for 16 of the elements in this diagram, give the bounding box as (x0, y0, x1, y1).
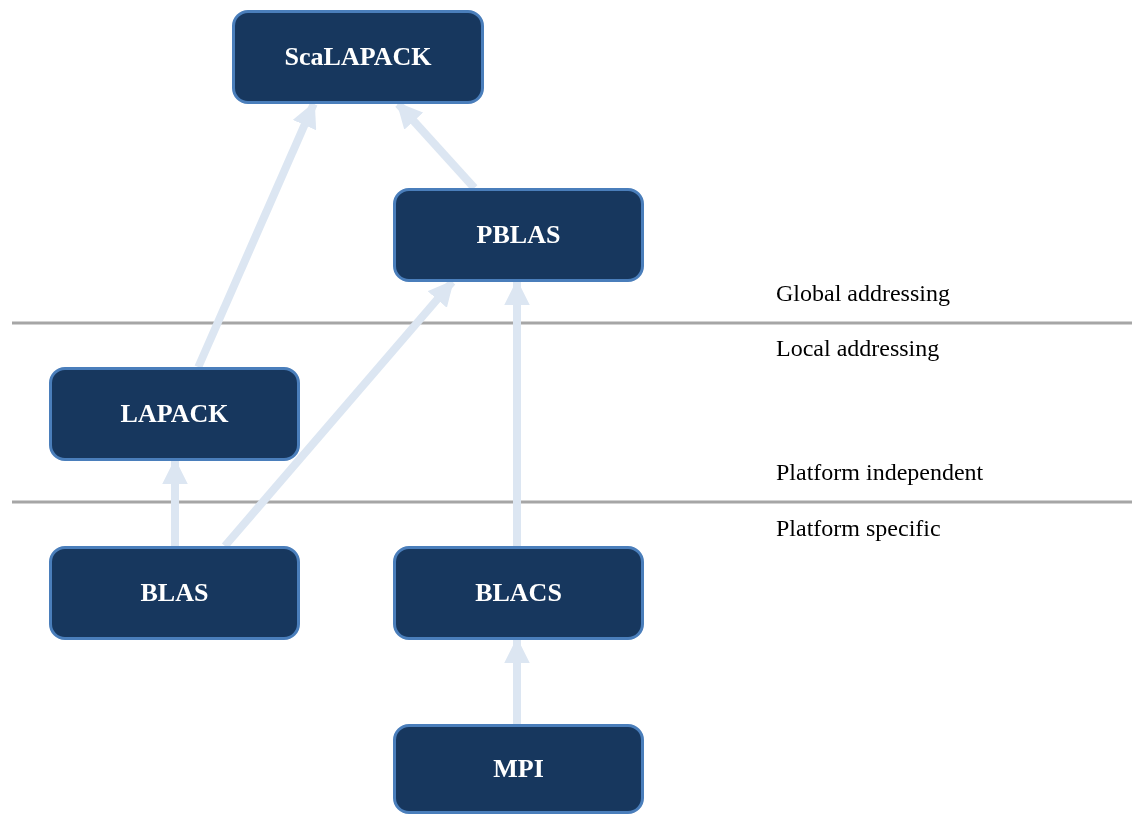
layer-label: Global addressing (776, 280, 950, 307)
library-name: PBLAS (476, 220, 561, 250)
library-name: LAPACK (120, 399, 229, 429)
library-box (232, 10, 484, 104)
library-box (393, 188, 644, 282)
library-name: ScaLAPACK (284, 42, 432, 72)
layer-label: Platform independent (776, 459, 984, 486)
library-name: BLACS (475, 578, 562, 608)
library-box (393, 724, 644, 814)
library-name: BLAS (140, 578, 209, 608)
layer-label: Local addressing (776, 335, 940, 362)
library-box (49, 367, 300, 461)
library-box (393, 546, 644, 640)
layer-label: Platform specific (776, 515, 941, 542)
library-name: MPI (493, 754, 544, 784)
library-box (49, 546, 300, 640)
